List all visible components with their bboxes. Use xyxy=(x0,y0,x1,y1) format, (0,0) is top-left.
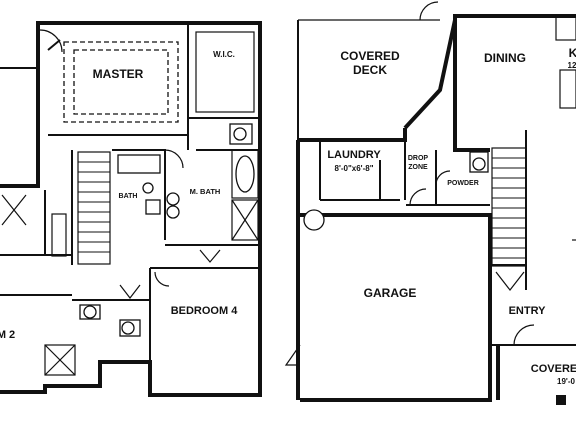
room-label-covered-deck-line1: COVERED xyxy=(340,49,400,63)
room-label-kitchen: K xyxy=(569,46,576,60)
dim-label-covered-porch: 19'-0 xyxy=(557,377,575,386)
room-label-powder: POWDER xyxy=(447,180,479,187)
room-label-garage: GARAGE xyxy=(364,286,417,300)
room-label-dining: DINING xyxy=(484,51,526,65)
room-label-bath: BATH xyxy=(119,193,138,200)
dim-label-laundry: 8'-0"x6'-8" xyxy=(335,164,374,173)
room-label-wic: W.I.C. xyxy=(213,50,235,59)
room-label-entry: ENTRY xyxy=(509,305,547,317)
room-label-covered-porch: COVERE xyxy=(531,363,576,375)
room-label-laundry: LAUNDRY xyxy=(327,149,381,161)
room-label-drop-zone-line1: DROP xyxy=(408,155,429,162)
room-label-bedroom-4: BEDROOM 4 xyxy=(171,305,239,317)
stairs-upper xyxy=(77,151,111,265)
room-label-bedroom-2: M 2 xyxy=(0,329,15,341)
second-floor-plan xyxy=(0,21,262,397)
stairs-lower xyxy=(491,147,527,267)
room-label-master: MASTER xyxy=(93,67,144,81)
first-floor-plan xyxy=(284,1,576,405)
room-label-covered-deck-line2: DECK xyxy=(353,63,387,77)
room-label-drop-zone-line2: ZONE xyxy=(408,164,428,171)
room-label-m-bath: M. BATH xyxy=(190,187,221,196)
dim-label-kitchen: 12 xyxy=(568,61,576,70)
